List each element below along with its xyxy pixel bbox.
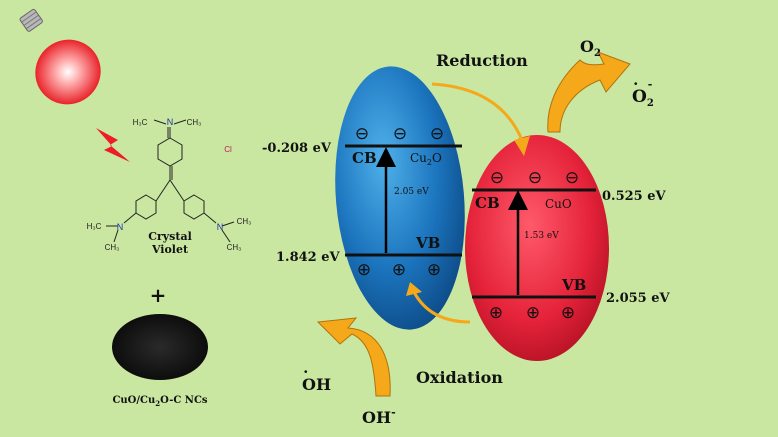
superoxide-product: O2 - — [632, 78, 654, 109]
molecule-name-line2: Violet — [151, 243, 189, 256]
catalyst-label-part2: O-C NCs — [160, 395, 208, 406]
superoxide-sub: 2 — [647, 98, 654, 109]
top-methyl-right: CH₃ — [187, 118, 202, 127]
light-bulb-icon — [19, 8, 101, 105]
cuo-hole-3: ⊕ — [561, 303, 575, 322]
plus-sign: + — [150, 283, 167, 307]
cu2o-electron-1: ⊖ — [355, 124, 369, 143]
catalyst-label: CuO/Cu2O-C NCs — [112, 395, 207, 408]
counter-ion: Cl — [224, 145, 232, 154]
cu2o-name: Cu2O — [410, 151, 442, 167]
cuo-electron-1: ⊖ — [490, 168, 504, 187]
electron-transfer-arrow — [431, 82, 524, 141]
cu2o-name-main: Cu — [410, 151, 427, 165]
hole-transfer-arrow — [412, 291, 471, 324]
o2-reactant-sub: 2 — [594, 48, 601, 59]
cu2o-cb-label: CB — [352, 149, 377, 167]
hydroxide-reactant: OH- — [362, 406, 396, 427]
crystal-violet-structure — [106, 119, 235, 243]
catalyst-label-sub: 2 — [155, 399, 160, 408]
right-methyl-1: CH₃ — [237, 217, 252, 226]
oxidation-label: Oxidation — [416, 368, 503, 387]
cu2o-particle — [335, 66, 465, 330]
cu2o-name-end: O — [432, 151, 442, 165]
cuo-electron-3: ⊖ — [565, 168, 579, 187]
catalyst-powder-image — [112, 314, 208, 380]
cuo-cb-label: CB — [475, 194, 500, 212]
cu2o-hole-1: ⊕ — [357, 260, 371, 279]
molecule-name-line1: Crystal — [148, 230, 192, 243]
cu2o-vb-label: VB — [415, 234, 440, 252]
hydroxide-main: OH — [362, 408, 391, 427]
cuo-vb-energy: 2.055 eV — [606, 291, 671, 306]
left-methyl-2: CH₃ — [105, 243, 120, 252]
right-methyl-2: CH₃ — [227, 243, 242, 252]
right-nitrogen: N — [217, 222, 224, 232]
cu2o-gap: 2.05 eV — [394, 187, 429, 197]
cu2o-cb-energy: -0.208 eV — [262, 141, 332, 156]
oxidation-arrow — [316, 317, 391, 397]
cuo-cb-energy: 0.525 eV — [602, 189, 667, 204]
superoxide-dot: • — [634, 79, 638, 90]
left-methyl-1: H₃C — [87, 222, 102, 231]
top-methyl-left: H₃C — [133, 118, 148, 127]
catalyst-label-part1: CuO/Cu — [112, 395, 155, 406]
cuo-gap: 1.53 eV — [524, 231, 559, 241]
hydroxyl-product: OH — [302, 375, 331, 394]
o2-reactant-main: O — [580, 37, 594, 56]
cu2o-hole-2: ⊕ — [392, 260, 406, 279]
cu2o-name-sub: 2 — [427, 158, 432, 167]
cuo-hole-1: ⊕ — [489, 303, 503, 322]
o2-reactant: O2 — [580, 37, 601, 59]
reduction-arrow — [547, 51, 631, 133]
superoxide-main: O — [632, 87, 647, 107]
cuo-vb-label: VB — [561, 276, 586, 294]
electron-transfer-arrowhead — [514, 136, 530, 156]
cuo-electron-2: ⊖ — [528, 168, 542, 187]
cuo-hole-2: ⊕ — [526, 303, 540, 322]
cu2o-electron-3: ⊖ — [430, 124, 444, 143]
cu2o-vb-energy: 1.842 eV — [276, 250, 341, 265]
cu2o-hole-3: ⊕ — [427, 260, 441, 279]
reduction-label: Reduction — [436, 51, 528, 70]
cuo-name: CuO — [545, 197, 572, 211]
lightning-icon — [96, 128, 130, 162]
top-nitrogen: N — [167, 117, 174, 127]
hole-transfer-arrowhead — [406, 282, 422, 296]
superoxide-sup: - — [648, 78, 653, 91]
hydroxide-sup: - — [391, 406, 396, 419]
left-nitrogen: N — [117, 222, 124, 232]
hydroxyl-dot: • — [304, 367, 308, 378]
cu2o-electron-2: ⊖ — [393, 124, 407, 143]
